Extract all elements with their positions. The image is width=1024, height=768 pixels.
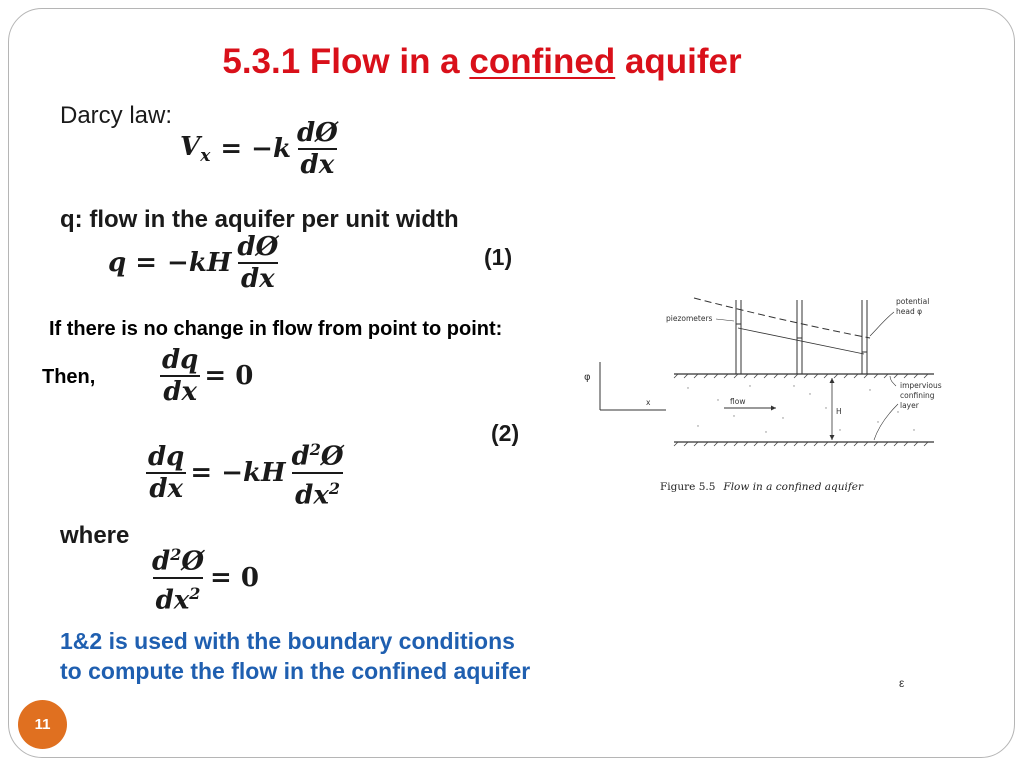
darcy-equation: Vx = −k dØ dx	[180, 118, 344, 180]
title-prefix: 5.3.1 Flow in a	[222, 42, 470, 81]
darcy-eq: = −k	[220, 134, 291, 164]
title-underlined: confined	[469, 42, 616, 81]
conclusion-text: 1&2 is used with the boundary conditions…	[60, 626, 530, 686]
piezometer-tubes	[735, 300, 868, 374]
where-fraction: d2Ø dx2	[149, 540, 207, 615]
title-suffix: aquifer	[615, 42, 742, 81]
where-rhs: = 0	[209, 562, 259, 593]
stray-mark: ε	[899, 676, 905, 690]
layer-label: layer	[900, 401, 920, 410]
head-label: head φ	[896, 307, 922, 316]
then-label: Then,	[42, 366, 96, 388]
darcy-numerator: dØ	[296, 118, 338, 148]
piezometers-label: piezometers	[666, 314, 713, 323]
x-axis-label: x	[646, 398, 651, 407]
q-numerator: dØ	[237, 232, 279, 262]
then-equation: dq dx = 0	[156, 345, 253, 407]
then-rhs: = 0	[204, 361, 254, 391]
phi-axis-label: φ	[584, 372, 591, 383]
darcy-denominator: dx	[297, 148, 338, 180]
top-hatching	[673, 373, 929, 379]
conclusion-line-1: 1&2 is used with the boundary conditions	[60, 628, 515, 654]
impervious-label: impervious	[900, 381, 942, 390]
where-denominator: dx2	[152, 576, 204, 615]
q-denominator: dx	[237, 262, 278, 294]
slide-title: 5.3.1 Flow in a confined aquifer	[0, 42, 964, 82]
q-rhs: −kH	[167, 248, 232, 278]
aquifer-material	[687, 385, 915, 433]
aquifer-diagram: φ x piezometers potential	[584, 297, 942, 493]
q-fraction: dØ dx	[234, 232, 281, 294]
q-lhs: q =	[108, 248, 158, 278]
no-change-statement: If there is no change in flow from point…	[49, 318, 503, 340]
confining-label: confining	[900, 391, 935, 400]
equation-number-1: (1)	[484, 244, 513, 270]
where-numerator: d2Ø	[152, 545, 204, 577]
q-equation: q = −kH dØ dx	[108, 232, 284, 294]
head-gradient-line	[737, 327, 865, 355]
then-denominator: dx	[160, 375, 201, 407]
slide-number-badge: 11	[18, 700, 67, 749]
where-equation: d2Ø dx2 = 0	[146, 540, 259, 615]
slide-frame	[8, 8, 1015, 758]
then-numerator: dq	[162, 345, 199, 375]
eq2-rhs-numerator: d2Ø	[291, 440, 344, 472]
darcy-fraction: dØ dx	[294, 118, 341, 180]
q-heading: q: flow in the aquifer per unit width	[60, 206, 459, 233]
potential-head-line	[693, 297, 871, 339]
where-label: where	[60, 522, 130, 549]
eq2-rhs-fraction: d2Ø dx2	[289, 435, 347, 510]
water-levels	[736, 323, 867, 353]
darcy-lhs: Vx	[180, 131, 211, 167]
flow-label: flow	[730, 397, 745, 406]
eq2-lhs-fraction: dq dx	[145, 442, 187, 504]
eq2-mid: = −kH	[190, 457, 286, 488]
thickness-label: H	[836, 407, 842, 416]
eq2-lhs-denominator: dx	[146, 471, 187, 504]
aquifer-figure: φ x piezometers potential	[578, 290, 958, 502]
eq2-lhs-numerator: dq	[148, 441, 185, 472]
eq2-rhs-denominator: dx2	[292, 471, 343, 510]
equation-number-2: (2)	[491, 420, 520, 446]
potential-label: potential	[896, 297, 929, 306]
darcy-heading: Darcy law:	[60, 102, 173, 129]
then-fraction: dq dx	[159, 345, 201, 407]
bottom-hatching	[673, 441, 929, 447]
conclusion-line-2: to compute the flow in the confined aqui…	[60, 658, 531, 684]
equation-2: dq dx = −kH d2Ø dx2	[142, 435, 350, 510]
